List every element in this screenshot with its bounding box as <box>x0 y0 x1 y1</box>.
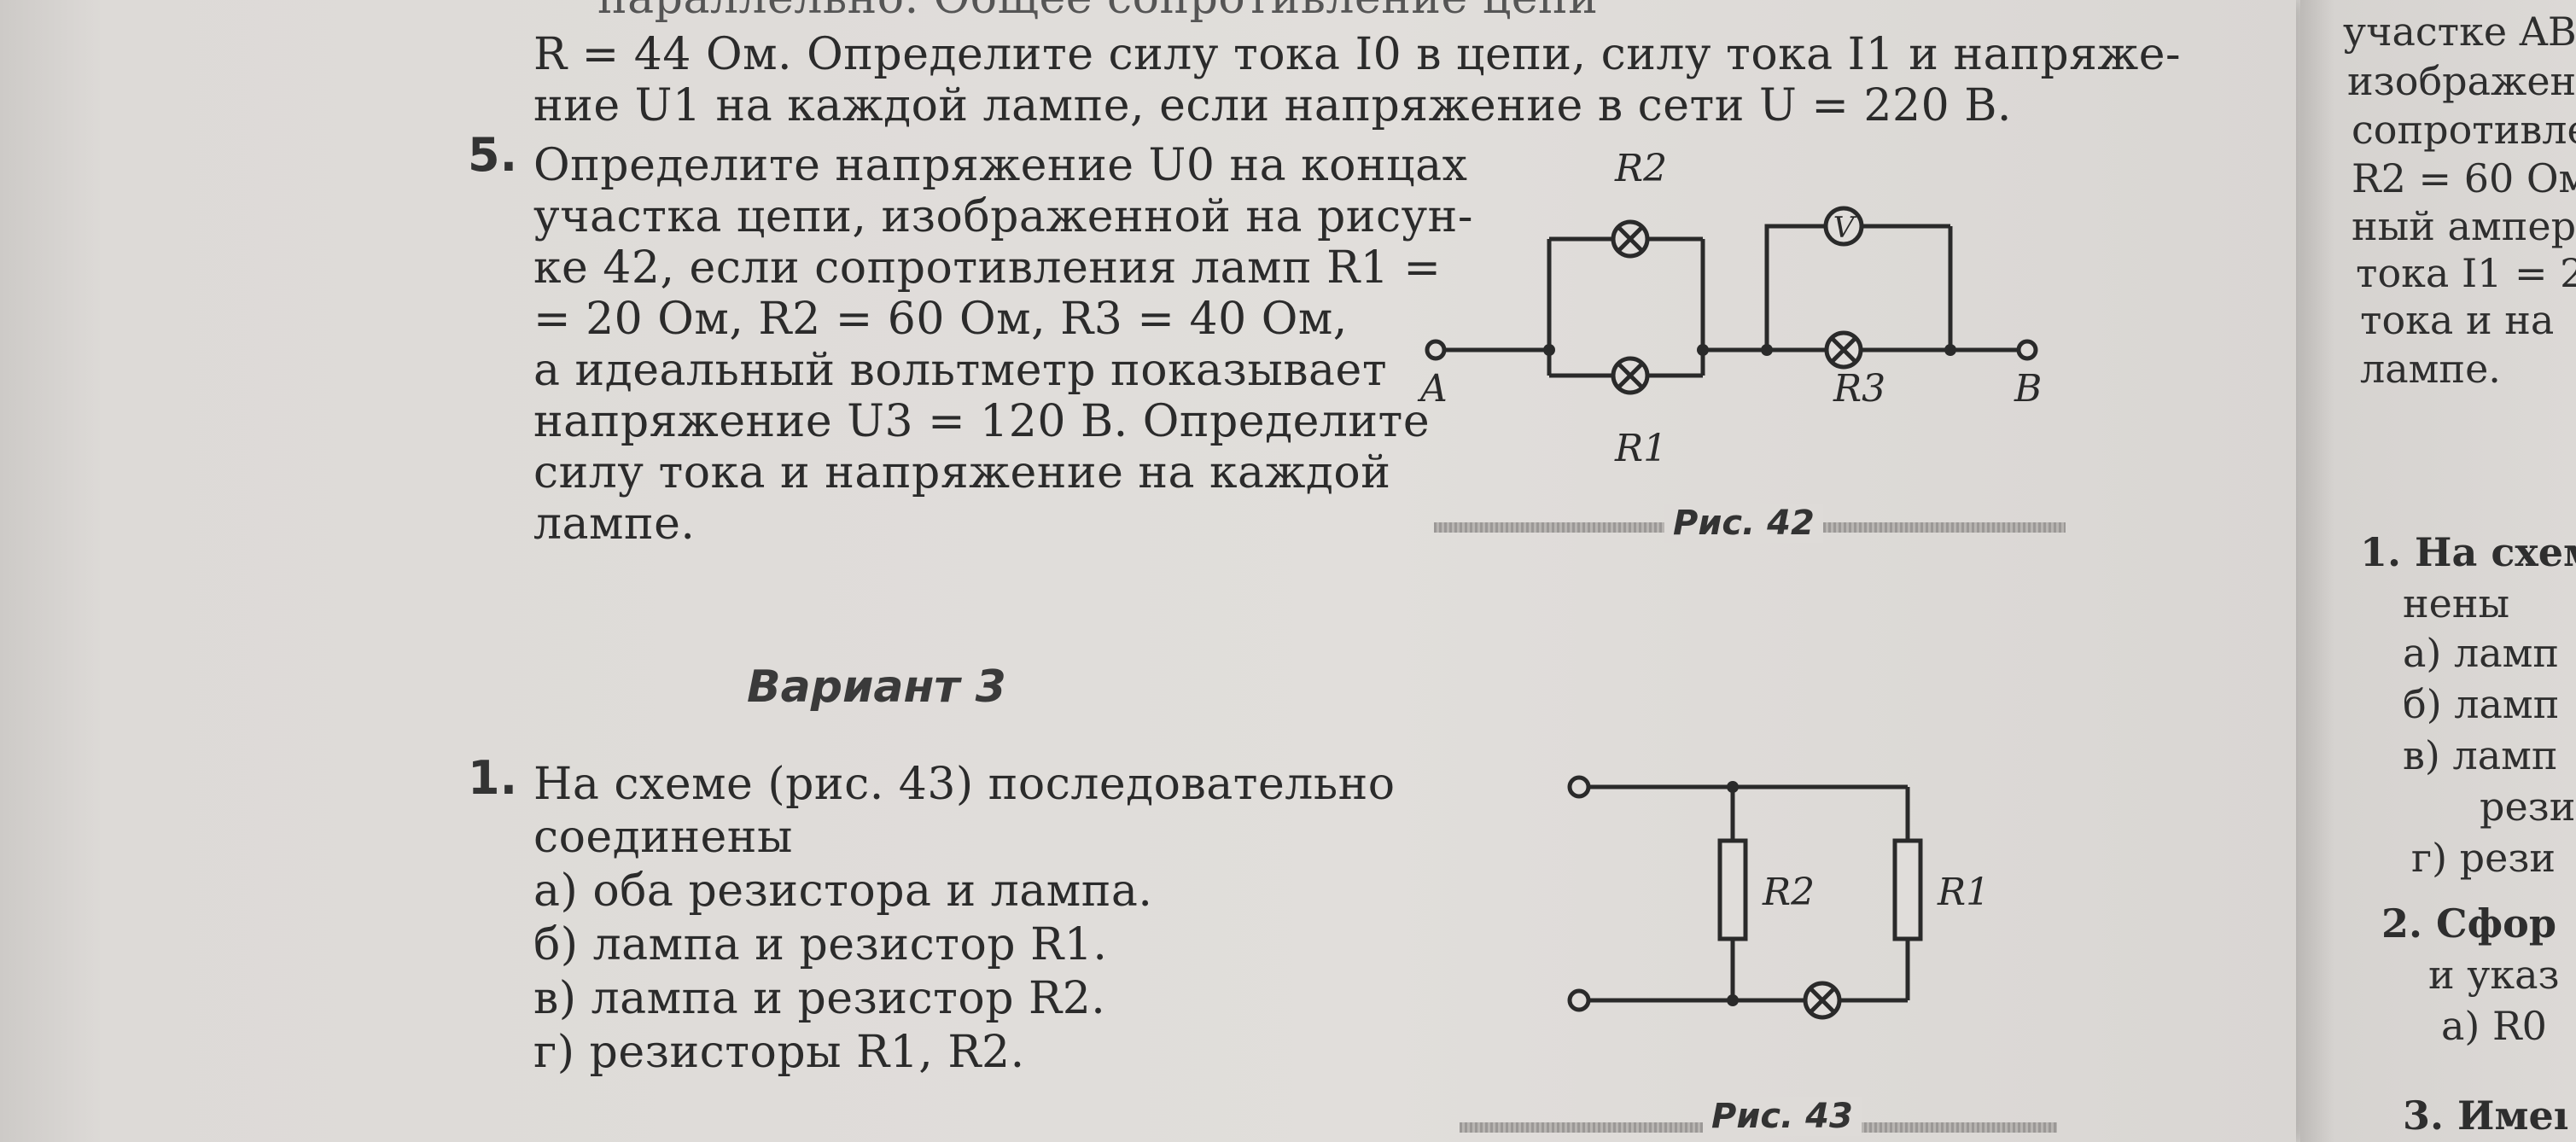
top-line-1: R = 44 Ом. Определите силу тока I0 в цеп… <box>533 29 2182 80</box>
label-r3: R3 <box>1833 367 1885 411</box>
problem-5-line-5: напряжение U3 = 120 В. Определите <box>533 396 1431 447</box>
right-line-17: а) R0 <box>2441 1003 2547 1049</box>
top-line-0: параллельно. Общее сопротивление цепи <box>597 0 1598 20</box>
label-a: A <box>1417 367 1448 411</box>
right-line-0: участке AB <box>2343 9 2576 55</box>
lamp-r2 <box>1611 219 1650 259</box>
right-line-16: и указ <box>2428 952 2560 998</box>
lamp-icon <box>1803 981 1842 1020</box>
right-line-9: нены <box>2403 580 2510 626</box>
option-v: в) лампа и резистор R2. <box>533 973 1106 1024</box>
figure-42-circuit: V R2 R1 R3 A B <box>1417 147 2042 470</box>
right-line-7: лампе. <box>2360 346 2501 392</box>
right-line-18: 3. Имеı <box>2403 1092 2569 1139</box>
right-line-4: ный ампер <box>2352 203 2576 249</box>
svg-text:V: V <box>1833 211 1857 245</box>
lamp-r3 <box>1824 330 1863 370</box>
variant-heading: Вариант 3 <box>747 661 1006 713</box>
right-line-13: рези <box>2480 784 2576 830</box>
figure-42-caption: Рис. 42 <box>1664 504 1823 543</box>
problem-1-line-0: На схеме (рис. 43) последовательно <box>533 759 1396 810</box>
problem-5-line-2: ке 42, если сопротивления ламп R1 = <box>533 242 1442 294</box>
label-r1: R1 <box>1614 427 1667 470</box>
right-line-8: 1. На схем <box>2360 529 2576 575</box>
right-line-3: R2 = 60 Ом <box>2352 155 2576 201</box>
figure-43-circuit: R2 R1 <box>1567 775 1990 1020</box>
label-r2-fig43: R2 <box>1762 871 1815 914</box>
right-line-5: тока I1 = 2 <box>2356 250 2576 296</box>
problem-5-line-0: Определите напряжение U0 на концах <box>533 140 1468 191</box>
problem-1-line-1: соединены <box>533 812 793 863</box>
right-line-15: 2. Сфор <box>2381 900 2556 947</box>
problem-5-line-1: участка цепи, изображенной на рисун- <box>533 191 1473 242</box>
right-line-10: а) ламп <box>2403 630 2560 676</box>
option-g: г) резисторы R1, R2. <box>533 1027 1025 1078</box>
left-page: параллельно. Общее сопротивление цепи R … <box>0 0 2296 1142</box>
problem-1-number: 1. <box>468 751 518 805</box>
label-r1-fig43: R1 <box>1937 871 1990 914</box>
problem-5-line-3: = 20 Ом, R2 = 60 Ом, R3 = 40 Ом, <box>533 294 1348 345</box>
problem-5-line-7: лампе. <box>533 498 696 550</box>
problem-5-number: 5. <box>468 128 518 182</box>
right-page: участке AB изображен сопротивле R2 = 60 … <box>2300 0 2576 1142</box>
right-line-6: тока и на <box>2360 297 2555 343</box>
right-line-1: изображен <box>2347 58 2576 104</box>
right-line-12: в) ламп <box>2403 732 2558 778</box>
option-a: а) оба резистора и лампа. <box>533 865 1153 917</box>
right-line-14: г) рези <box>2411 835 2556 881</box>
right-line-11: б) ламп <box>2403 681 2560 727</box>
figure-43-caption: Рис. 43 <box>1703 1097 1862 1136</box>
problem-5-line-4: а идеальный вольтметр показывает <box>533 345 1388 396</box>
option-b: б) лампа и резистор R1. <box>533 919 1108 970</box>
voltmeter-icon: V <box>1823 206 1864 247</box>
top-line-2: ние U1 на каждой лампе, если напряжение … <box>533 80 2012 131</box>
label-b: B <box>2014 367 2042 411</box>
right-line-2: сопротивле <box>2352 107 2576 153</box>
problem-5-line-6: силу тока и напряжение на каждой <box>533 447 1391 498</box>
label-r2: R2 <box>1614 147 1667 190</box>
lamp-r1 <box>1611 356 1650 395</box>
